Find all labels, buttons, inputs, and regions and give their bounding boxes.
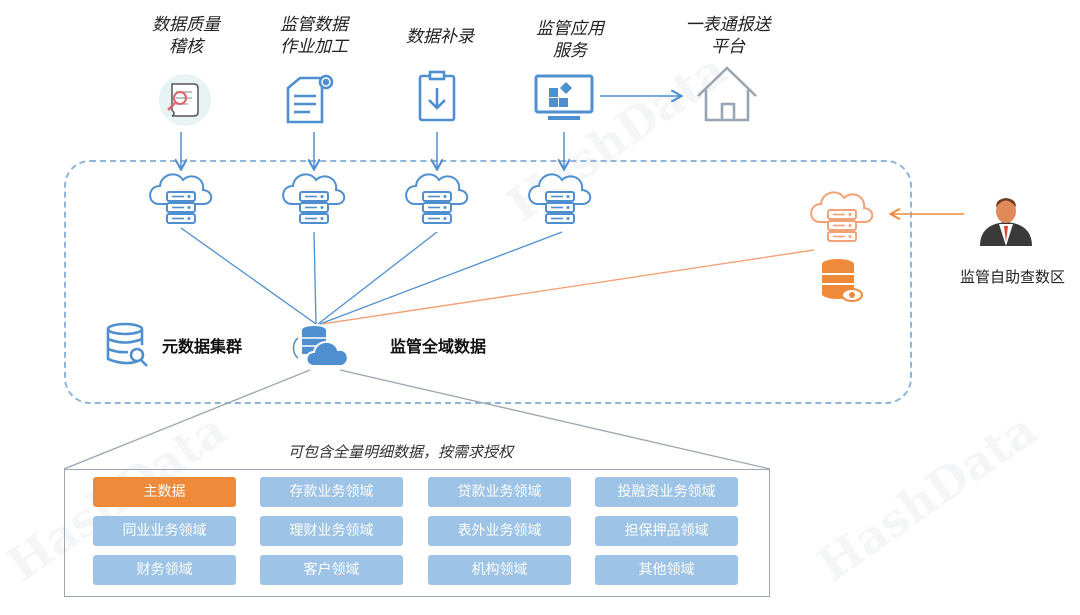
connector-line-orange — [321, 249, 815, 325]
metadata-cluster-label: 元数据集群 — [162, 337, 243, 356]
clipboard-download-icon — [418, 70, 456, 122]
cloud-server-icon — [282, 173, 346, 224]
database-eye-icon — [822, 259, 863, 302]
domain-chip-master-data[interactable]: 主数据 — [93, 477, 236, 507]
funnel-line — [63, 369, 311, 470]
top-item-label-processing: 监管数据作业加工 — [280, 15, 348, 57]
document-gear-icon — [286, 74, 334, 124]
cloud-server-icon — [149, 173, 213, 224]
cloud-server-icon — [405, 173, 469, 224]
connector-line — [180, 227, 317, 325]
regulatory-data-region — [64, 160, 912, 404]
domain-chip-institution[interactable]: 机构领域 — [428, 555, 571, 585]
data-domain-panel — [64, 469, 770, 597]
monitor-app-icon — [534, 74, 594, 120]
connector-line — [317, 231, 438, 325]
funnel-line — [339, 369, 771, 470]
connector-line — [313, 231, 317, 325]
domain-chip-investment[interactable]: 投融资业务领域 — [595, 477, 738, 507]
domain-chip-customer[interactable]: 客户领域 — [260, 555, 403, 585]
connector-line — [319, 231, 563, 325]
audit-scroll-icon — [159, 74, 211, 126]
domain-chip-finance[interactable]: 财务领域 — [93, 555, 236, 585]
domain-chip-other[interactable]: 其他领域 — [595, 555, 738, 585]
global-data-label: 监管全域数据 — [390, 337, 487, 356]
domain-chip-collateral[interactable]: 担保押品领域 — [595, 516, 738, 546]
domain-chip-loan[interactable]: 贷款业务领域 — [428, 477, 571, 507]
database-search-icon — [106, 322, 148, 367]
top-item-label-app-service: 监管应用服务 — [536, 19, 604, 61]
domain-chip-off-balance[interactable]: 表外业务领域 — [428, 516, 571, 546]
top-item-label-supplement: 数据补录 — [406, 27, 474, 47]
self-service-label: 监管自助查数区 — [960, 268, 1066, 286]
domain-caption: 可包含全量明细数据，按需求授权 — [288, 443, 514, 461]
domain-chip-wealth[interactable]: 理财业务领域 — [260, 516, 403, 546]
top-item-label-audit: 数据质量稽核 — [152, 15, 220, 57]
cloud-server-icon-orange — [810, 191, 874, 242]
top-item-label-report-platform: 一表通报送平台 — [685, 15, 771, 57]
house-icon — [697, 66, 757, 122]
cloud-server-icon — [528, 173, 592, 224]
domain-chip-interbank[interactable]: 同业业务领域 — [93, 516, 236, 546]
domain-chip-deposit[interactable]: 存款业务领域 — [260, 477, 403, 507]
person-icon — [980, 198, 1032, 246]
data-hub-icon — [292, 326, 349, 367]
